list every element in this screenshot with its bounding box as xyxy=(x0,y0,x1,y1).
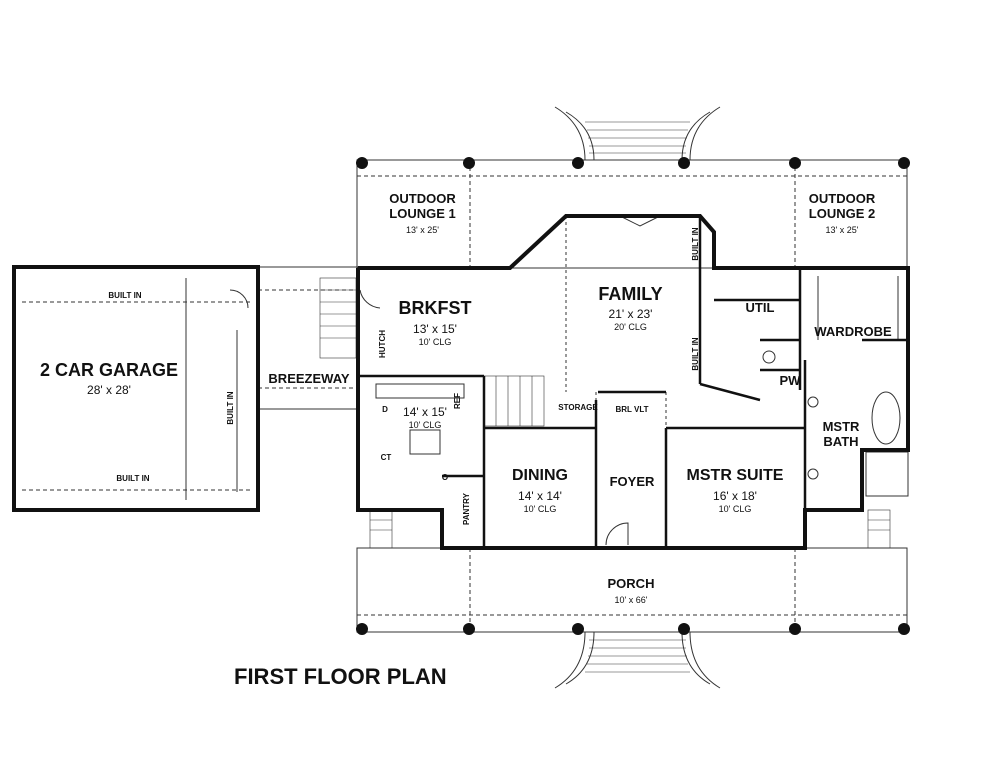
garage-dim: 28' x 28' xyxy=(87,383,131,397)
family-built-in-2: BUILT IN xyxy=(691,337,700,371)
brkfst-name: BRKFST xyxy=(398,298,472,318)
kitchen-island xyxy=(409,429,441,455)
dining-dim: 14' x 14' xyxy=(518,489,562,503)
porch-dim: 10' x 66' xyxy=(614,595,648,605)
mstr-bath-name: MSTR BATH xyxy=(822,419,860,449)
pw-name: PW xyxy=(779,373,801,388)
brl-vlt-label: BRL VLT xyxy=(615,405,649,414)
garage-built-in-top: BUILT IN xyxy=(108,291,142,300)
garage-built-in-bottom: BUILT IN xyxy=(116,474,150,483)
foyer-name: FOYER xyxy=(609,474,655,489)
rear-stairs xyxy=(554,106,721,161)
dining-clg: 10' CLG xyxy=(523,504,557,514)
front-stairs xyxy=(554,631,721,689)
outdoor-lounge-2-dim: 13' x 25' xyxy=(825,225,859,235)
mstr-suite-name: MSTR SUITE xyxy=(686,467,784,484)
family-built-in-1: BUILT IN xyxy=(691,227,700,261)
outdoor-lounge-2-name: OUTDOOR LOUNGE 2 xyxy=(808,191,876,221)
kitchen-dim: 14' x 15' xyxy=(403,405,447,419)
mstr-suite-dim: 16' x 18' xyxy=(713,489,757,503)
porch-name: PORCH xyxy=(607,576,655,591)
oven-label: O xyxy=(441,473,449,482)
house-exterior-walls xyxy=(356,214,910,550)
bathtub xyxy=(871,391,901,445)
dishwasher-label: D xyxy=(382,405,388,414)
family-name: FAMILY xyxy=(598,284,663,304)
family-dim: 21' x 23' xyxy=(608,307,653,321)
brkfst-dim: 13' x 15' xyxy=(413,322,457,336)
breezeway-name: BREEZEWAY xyxy=(268,371,350,386)
hutch-label: HUTCH xyxy=(378,330,387,358)
plan-title: FIRST FLOOR PLAN xyxy=(234,664,447,689)
family-clg: 20' CLG xyxy=(614,322,647,332)
garage-name: 2 CAR GARAGE xyxy=(39,360,178,380)
mstr-suite-clg: 10' CLG xyxy=(718,504,752,514)
brkfst-clg: 10' CLG xyxy=(418,337,452,347)
cooktop-label: CT xyxy=(380,453,392,462)
garage-built-in-side: BUILT IN xyxy=(226,391,235,425)
outdoor-lounge-1-dim: 13' x 25' xyxy=(406,225,439,235)
storage-label: STORAGE xyxy=(558,403,598,412)
kitchen-clg: 10' CLG xyxy=(408,420,442,430)
interior-stair xyxy=(483,375,545,427)
garage-walls xyxy=(12,265,260,512)
wardrobe-name: WARDROBE xyxy=(814,324,892,339)
ref-label: REF xyxy=(453,393,462,409)
pantry-label: PANTRY xyxy=(462,493,471,525)
util-name: UTIL xyxy=(745,300,775,315)
dining-name: DINING xyxy=(512,467,568,484)
outdoor-lounge-1-name: OUTDOOR LOUNGE 1 xyxy=(389,191,456,221)
